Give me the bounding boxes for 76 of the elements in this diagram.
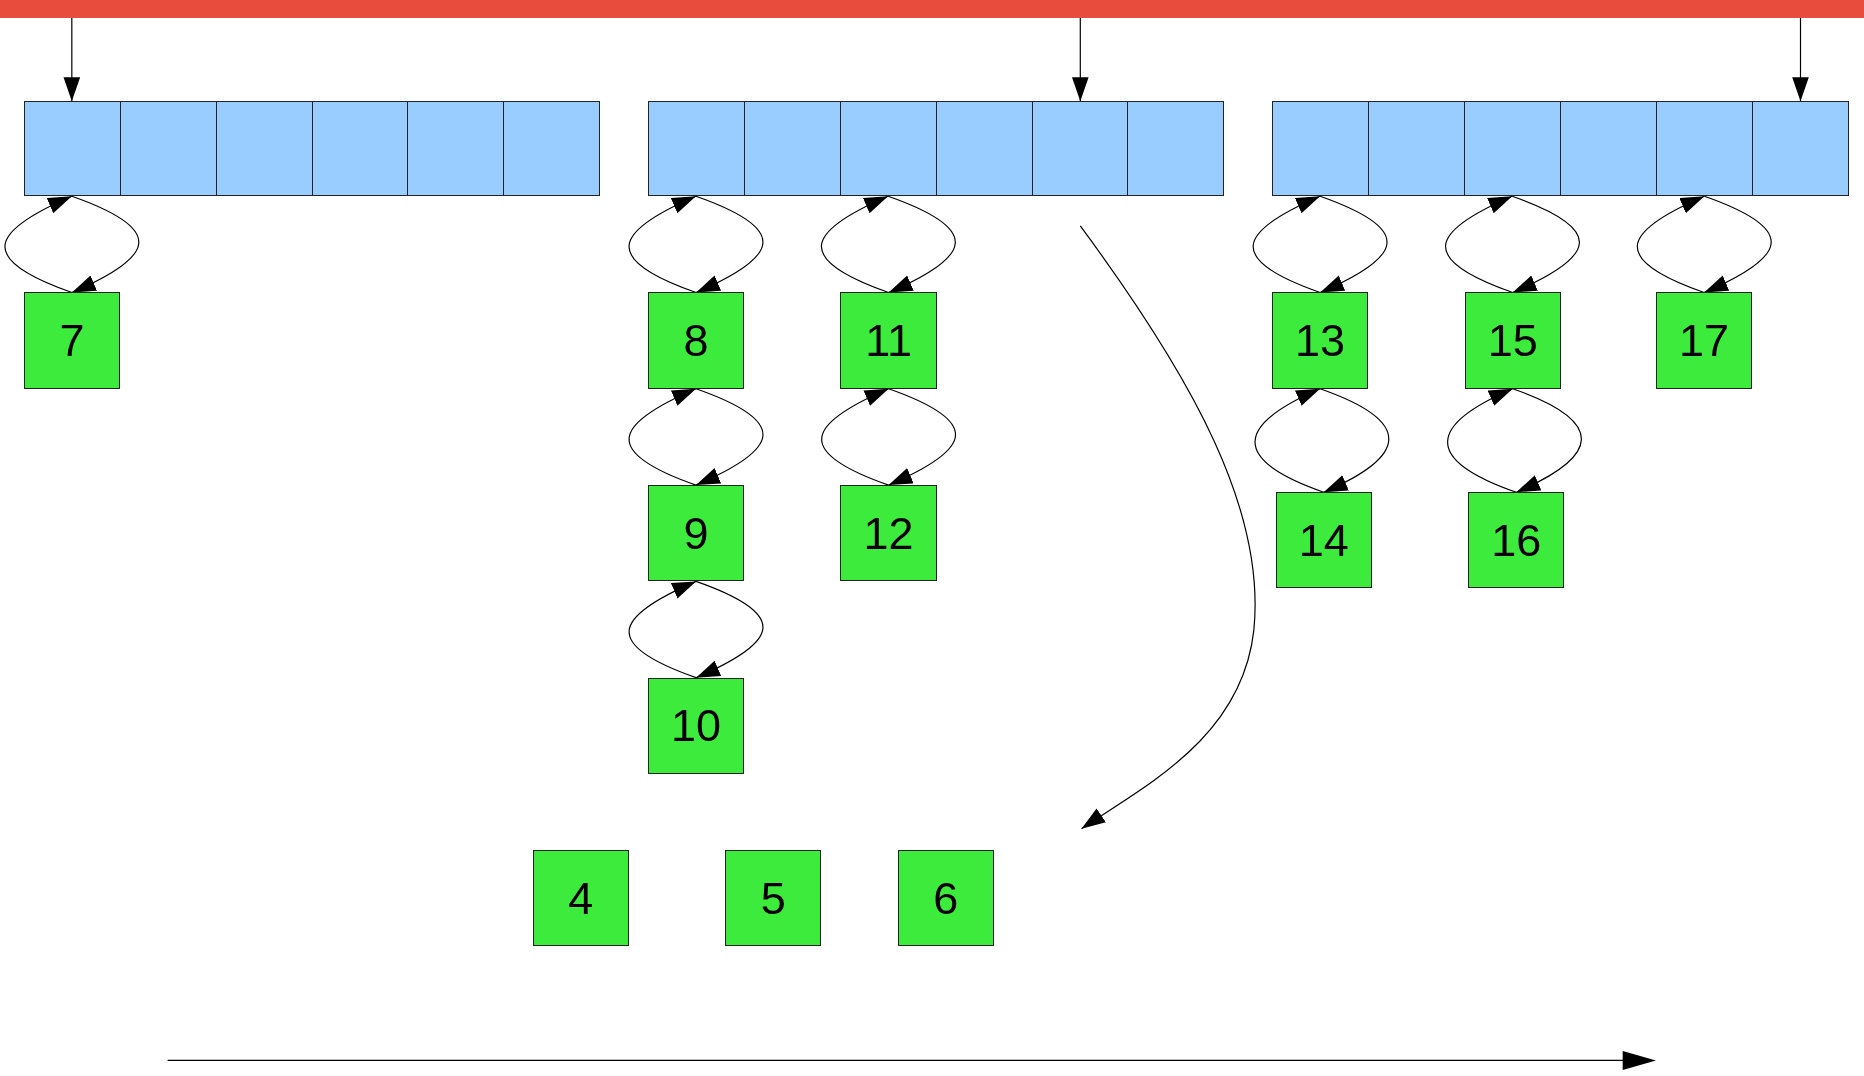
array-cell (503, 102, 600, 196)
arrow (1512, 388, 1582, 493)
arrow (1636, 195, 1705, 294)
array-cell (215, 102, 312, 196)
value-label: 9 (683, 510, 709, 556)
arrow (63, 17, 81, 102)
arrow (71, 195, 140, 294)
array-cell (407, 102, 504, 196)
arrow (1447, 388, 1517, 493)
array-cell (24, 102, 120, 196)
value-label: 13 (1295, 318, 1346, 364)
value-label: 17 (1679, 318, 1730, 364)
array-cell (1127, 102, 1224, 196)
value-label: 11 (865, 318, 912, 364)
value-box (1655, 292, 1753, 389)
arrow (628, 195, 697, 294)
value-label: 14 (1298, 517, 1349, 563)
array-cell (1751, 102, 1848, 196)
value-box (23, 292, 121, 389)
value-label: 12 (863, 510, 914, 556)
arrow (820, 195, 890, 294)
top-bar (0, 0, 1864, 18)
array-cell (119, 102, 216, 196)
array-box (647, 101, 1225, 197)
value-label: 15 (1487, 318, 1538, 364)
arrow (695, 580, 764, 679)
array-cell (935, 102, 1032, 196)
array-cell (743, 102, 840, 196)
arrow (695, 388, 764, 486)
arrow (1319, 195, 1388, 294)
arrow (1072, 17, 1089, 102)
value-box (1275, 492, 1372, 589)
value-label: 10 (671, 703, 722, 749)
array-cell (1655, 102, 1752, 196)
arrow (1254, 388, 1325, 493)
value-box (1468, 492, 1565, 589)
value-label: 5 (760, 875, 786, 921)
value-box (840, 485, 937, 582)
arrow (628, 388, 697, 486)
arrow (1079, 225, 1256, 830)
value-label: 7 (59, 318, 85, 364)
array-cell (1273, 102, 1368, 196)
arrow (821, 388, 890, 486)
value-label: 6 (933, 875, 959, 921)
value-box (1464, 292, 1561, 389)
arrow (888, 388, 957, 486)
arrow (1792, 17, 1809, 102)
value-label: 4 (568, 875, 594, 921)
array-cell (1463, 102, 1560, 196)
value-box (1272, 292, 1369, 389)
array-cell (839, 102, 936, 196)
array-box (23, 101, 601, 197)
value-box (647, 677, 745, 774)
arrow (628, 580, 697, 679)
array-cell (648, 102, 744, 196)
value-label: 8 (683, 318, 709, 364)
array-cell (311, 102, 408, 196)
array-cell (1031, 102, 1128, 196)
arrow (1252, 195, 1321, 294)
arrow (1511, 195, 1580, 294)
value-box (647, 292, 745, 389)
value-box (532, 849, 629, 947)
value-label: 16 (1491, 517, 1542, 563)
array-box (1272, 101, 1849, 197)
arrow (4, 195, 73, 294)
arrow (1445, 195, 1514, 294)
value-box (840, 292, 937, 389)
value-box (647, 485, 745, 582)
arrow (1319, 388, 1390, 493)
arrow (887, 195, 956, 294)
arrow (1703, 195, 1772, 294)
value-box (897, 849, 994, 947)
array-cell (1559, 102, 1656, 196)
array-cell (1367, 102, 1464, 196)
arrow (695, 195, 764, 294)
value-box (725, 849, 822, 947)
